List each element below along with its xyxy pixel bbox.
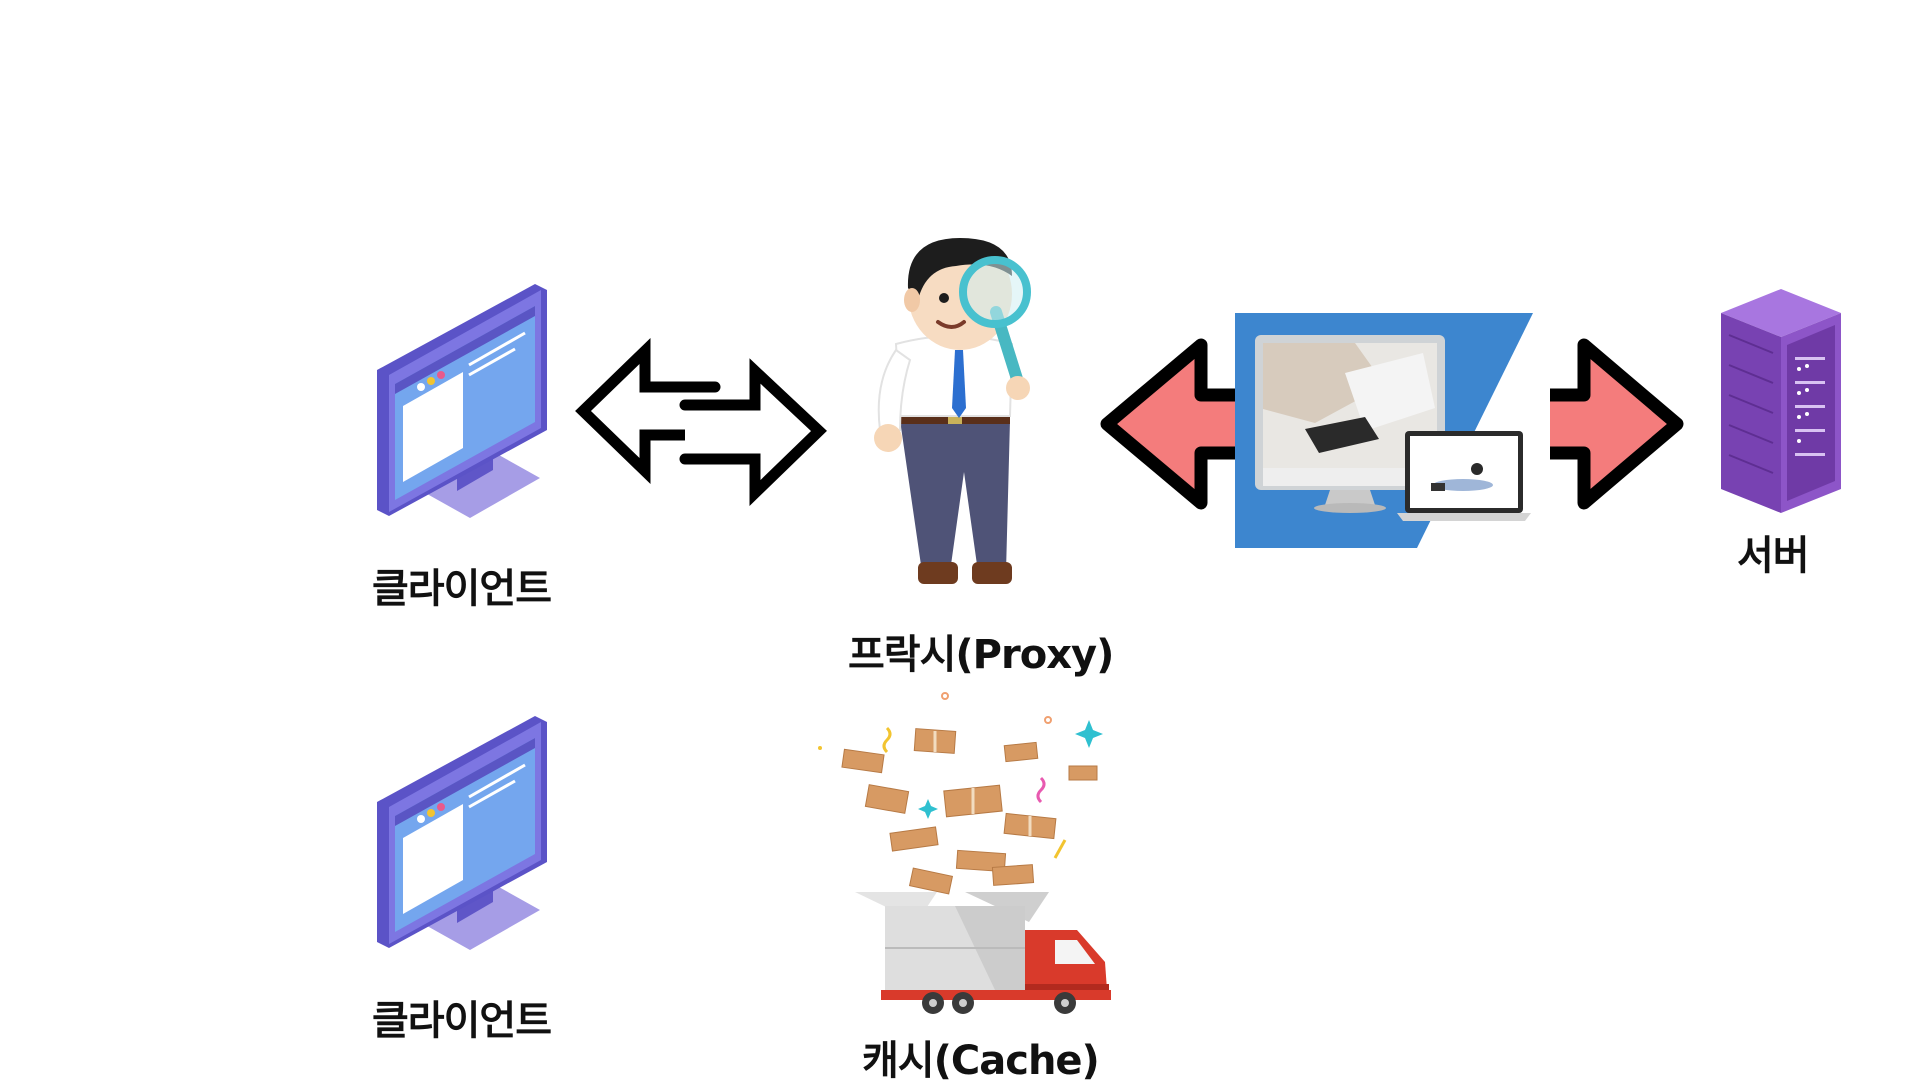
bidirectional-arrow-icon — [575, 338, 827, 506]
computers-photo-icon — [1235, 313, 1533, 548]
client-top-label: 클라이언트 — [372, 566, 552, 612]
web-computers-image — [1235, 313, 1535, 548]
monitor-icon — [377, 284, 547, 518]
proxy-label: 프락시(Proxy) — [848, 632, 1114, 678]
bidirectional-arrow-icon — [1100, 338, 1684, 510]
server-rack-icon — [1721, 289, 1841, 513]
proxy-server-arrows — [1095, 335, 1685, 515]
businessman-magnifier-icon — [874, 238, 1031, 584]
server-rack — [1715, 285, 1845, 515]
client-proxy-arrows — [575, 338, 830, 525]
client-monitor-top — [365, 280, 565, 520]
delivery-truck-boxes-icon — [818, 692, 1111, 1014]
monitor-icon — [377, 716, 547, 950]
cache-figure — [815, 690, 1135, 1014]
client-bottom-label: 클라이언트 — [372, 998, 552, 1044]
server-label: 서버 — [1737, 533, 1810, 579]
proxy-figure — [860, 232, 1070, 602]
client-monitor-bottom — [365, 712, 565, 952]
cache-label: 캐시(Cache) — [862, 1038, 1100, 1084]
